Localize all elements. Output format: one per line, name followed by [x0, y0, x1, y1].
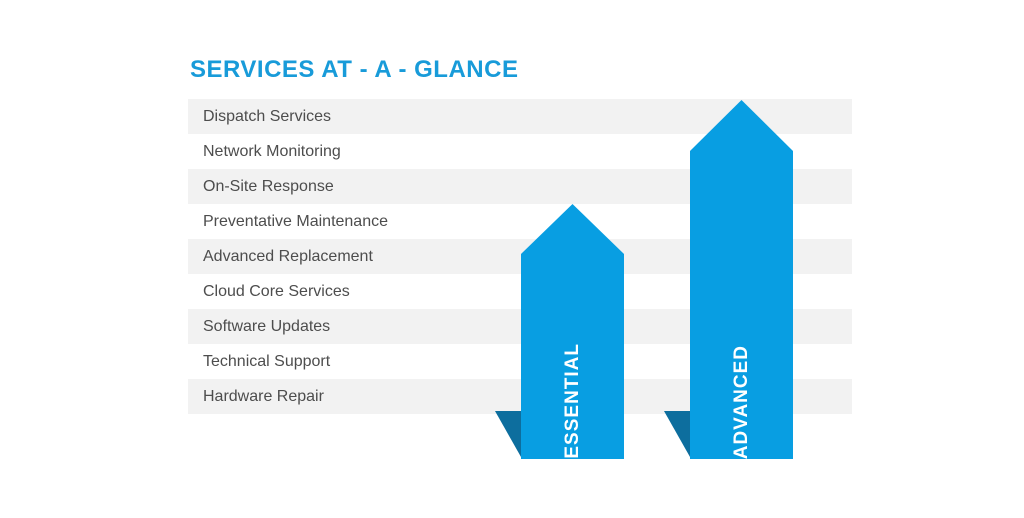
advanced-tier-arrow: ADVANCED	[690, 100, 793, 459]
advanced-tier-label: ADVANCED	[730, 344, 752, 459]
page-title: SERVICES AT - A - GLANCE	[190, 56, 519, 83]
advanced-ribbon-fold	[664, 411, 690, 457]
essential-tier-label: ESSENTIAL	[561, 343, 583, 459]
essential-tier-arrow: ESSENTIAL	[521, 204, 624, 459]
essential-ribbon-fold	[495, 411, 521, 457]
